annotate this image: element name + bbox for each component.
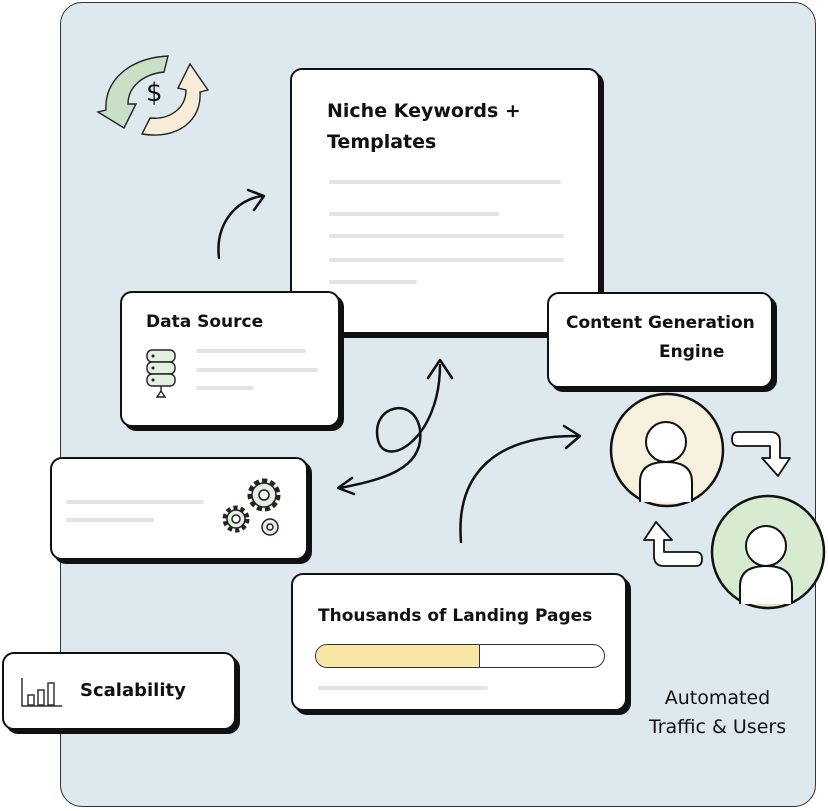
placeholder-line	[66, 518, 154, 522]
engine-title-line1: Content Generation	[566, 313, 755, 333]
placeholder-line	[329, 258, 564, 262]
arrow-left-up-icon	[643, 521, 703, 567]
loop-arrow	[336, 358, 454, 496]
placeholder-line	[329, 212, 499, 216]
scalability-card: Scalability	[2, 652, 236, 730]
currency-cycle-icon	[96, 55, 210, 136]
arrow-landing-to-users	[459, 424, 582, 544]
arrow-right-down-icon	[731, 431, 791, 477]
bar-chart-icon	[21, 678, 62, 707]
arrow-data-to-keywords	[217, 188, 266, 260]
automated-traffic-label: Automated Traffic & Users	[630, 684, 805, 742]
placeholder-line	[196, 368, 318, 372]
currency-symbol: $	[146, 78, 163, 108]
placeholder-line	[318, 686, 488, 690]
placeholder-line	[66, 500, 204, 504]
data-source-title: Data Source	[146, 312, 264, 332]
automated-label-line1: Automated	[664, 687, 771, 709]
keywords-templates-card: Niche Keywords + Templates	[290, 68, 600, 334]
content-generation-engine-card: Content Generation Engine	[547, 292, 773, 388]
automation-gears-card	[50, 457, 308, 560]
automated-label-line2: Traffic & Users	[648, 716, 787, 738]
placeholder-line	[196, 349, 306, 353]
engine-title-line2: Engine	[659, 342, 725, 362]
gears-icon	[222, 478, 281, 536]
placeholder-line	[196, 386, 254, 390]
landing-pages-card: Thousands of Landing Pages	[291, 573, 627, 711]
placeholder-line	[329, 280, 417, 284]
data-source-card: Data Source	[120, 291, 340, 427]
user-avatar-1	[609, 392, 725, 508]
landing-pages-title: Thousands of Landing Pages	[318, 606, 593, 626]
landing-progress-fill	[316, 645, 481, 667]
database-icon	[146, 349, 176, 398]
scalability-title: Scalability	[80, 680, 186, 701]
keywords-title-line1: Niche Keywords +	[327, 100, 521, 122]
keywords-title-line2: Templates	[327, 131, 437, 153]
user-avatar-2	[710, 494, 826, 610]
placeholder-line	[329, 234, 564, 238]
placeholder-line	[329, 180, 561, 184]
landing-progress-bar	[315, 644, 605, 668]
